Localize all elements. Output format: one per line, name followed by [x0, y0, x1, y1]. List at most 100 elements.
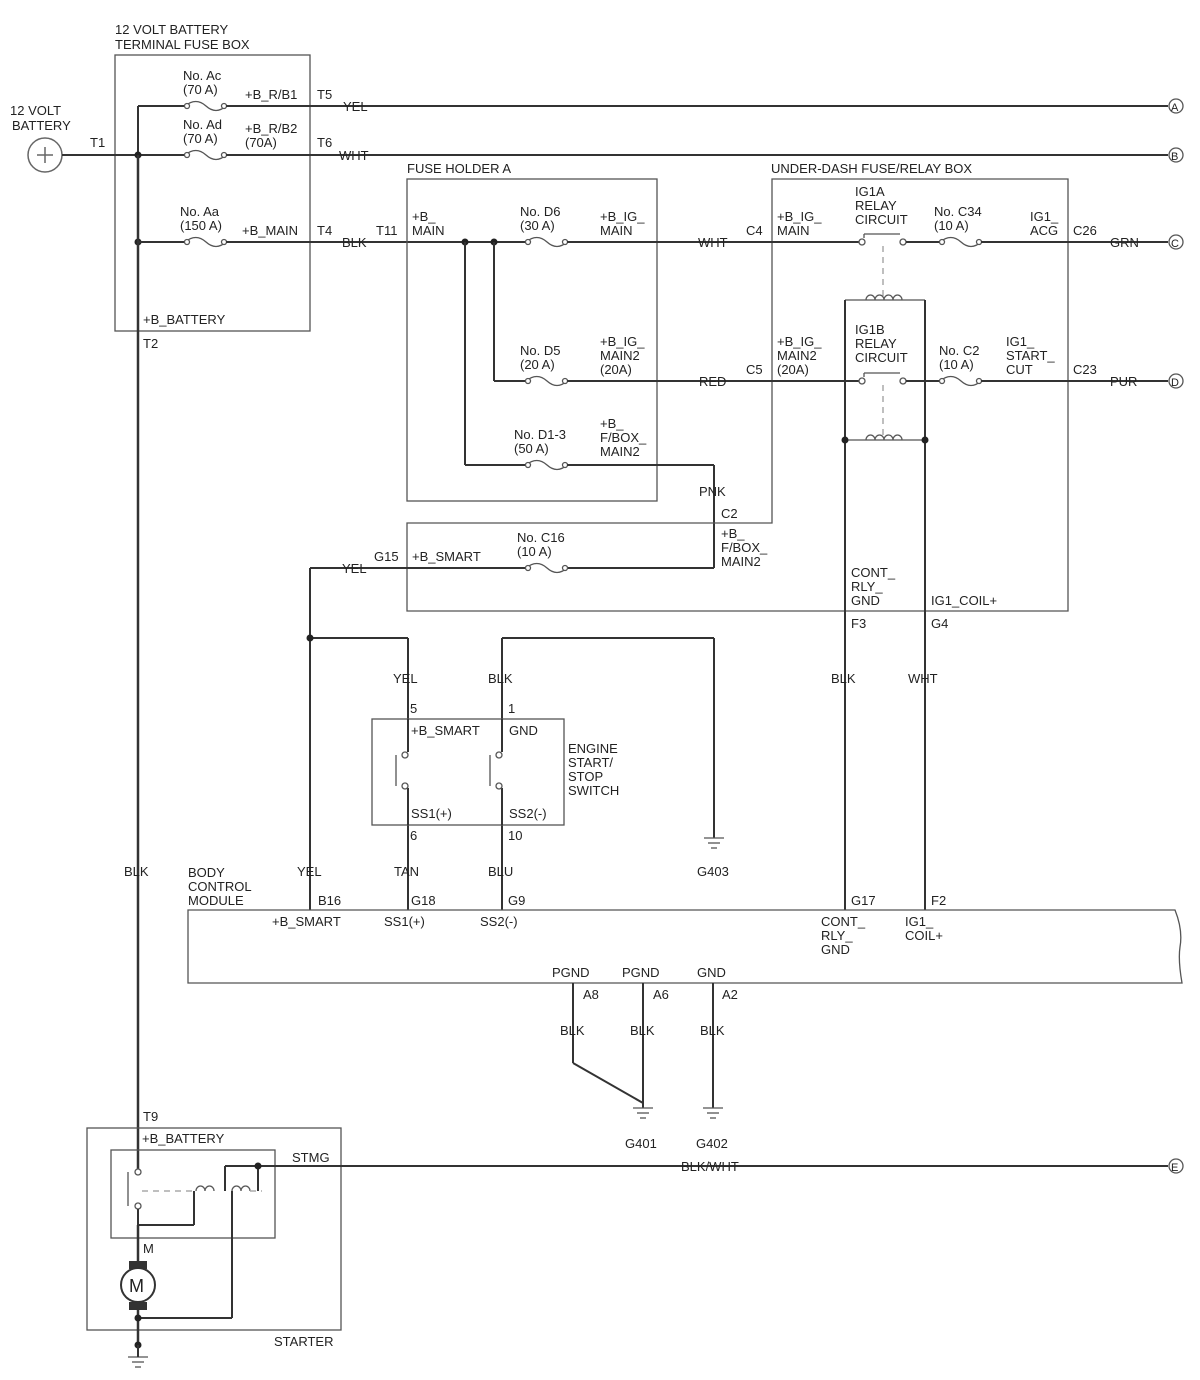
switch-title-1: ENGINE [568, 741, 618, 756]
fuse-d5-out-2: MAIN2 [600, 348, 640, 363]
bcm-gnd-a2: GND [697, 965, 726, 980]
cont-rly-gnd-3: GND [851, 593, 880, 608]
c26-label: C26 [1073, 223, 1097, 238]
g9-label: G9 [508, 893, 525, 908]
fuse-d13-out-1: +B_ [600, 416, 624, 431]
fuse-holder-a-title: FUSE HOLDER A [407, 161, 511, 176]
cont-rly-gnd-1: CONT_ [851, 565, 896, 580]
fuse-d6-name: No. D6 [520, 204, 560, 219]
fha-input-1: +B_ [412, 209, 436, 224]
fha-input-2: MAIN [412, 223, 445, 238]
fuse-c2-out-1: IG1_ [1006, 334, 1035, 349]
wire-pnk: PNK [699, 484, 726, 499]
fuse-c34-rating: (10 A) [934, 218, 969, 233]
svg-text:C: C [1171, 238, 1179, 250]
c2-circuit-3: MAIN2 [721, 554, 761, 569]
under-dash-title: UNDER-DASH FUSE/RELAY BOX [771, 161, 972, 176]
ground-starter-icon [128, 1345, 148, 1368]
fuse-box-title-1: 12 VOLT BATTERY [115, 22, 229, 37]
ig1a-label-3: CIRCUIT [855, 212, 908, 227]
bcm-ss2-label: SS2(-) [480, 914, 518, 929]
wire-red-c5: RED [699, 374, 726, 389]
ig1-coil-label: IG1_COIL+ [931, 593, 997, 608]
connector-d: D [1168, 373, 1184, 389]
wire-tan: TAN [394, 864, 419, 879]
c5-circuit-3: (20A) [777, 362, 809, 377]
bcm-cont-3: GND [821, 942, 850, 957]
wire-blk-f3: BLK [831, 671, 856, 686]
fuse-aa-name: No. Aa [180, 204, 220, 219]
connector-e: E [1168, 1158, 1184, 1174]
under-dash-fuse-relay-box: UNDER-DASH FUSE/RELAY BOX C4 +B_IG_ MAIN… [310, 161, 1168, 910]
ig1a-label-1: IG1A [855, 184, 885, 199]
wire-yel-g15: YEL [342, 561, 367, 576]
fuse-c2-out-2: START_ [1006, 348, 1055, 363]
bcm-title-2: CONTROL [188, 879, 252, 894]
g4-label: G4 [931, 616, 948, 631]
wire-yel-bcm: YEL [297, 864, 322, 879]
wire-wht-c4: WHT [698, 235, 728, 250]
fuse-c34-name: No. C34 [934, 204, 982, 219]
battery-label-2: BATTERY [12, 118, 71, 133]
fuse-c2-out-3: CUT [1006, 362, 1033, 377]
c2-circuit-2: F/BOX_ [721, 540, 768, 555]
switch-pin-10: 10 [508, 828, 522, 843]
fuse-ad-circuit-1: +B_R/B2 [245, 121, 297, 136]
cont-rly-gnd-2: RLY_ [851, 579, 883, 594]
wire-pur: PUR [1110, 374, 1137, 389]
wire-yel-switch: YEL [393, 671, 418, 686]
body-control-module: BODY CONTROL MODULE B16 G18 G9 G17 F2 +B… [187, 865, 1183, 984]
ground-g402-label: G402 [696, 1136, 728, 1151]
t4-label: T4 [317, 223, 332, 238]
ground-g401-label: G401 [625, 1136, 657, 1151]
c2-label: C2 [721, 506, 738, 521]
bcm-ig1-1: IG1_ [905, 914, 934, 929]
fuse-aa-rating: (150 A) [180, 218, 222, 233]
wire-blk-a8: BLK [560, 1023, 585, 1038]
c5-label: C5 [746, 362, 763, 377]
c5-circuit-2: MAIN2 [777, 348, 817, 363]
t1-label: T1 [90, 135, 105, 150]
switch-title-3: STOP [568, 769, 603, 784]
switch-pin-5: 5 [410, 701, 417, 716]
g17-label: G17 [851, 893, 876, 908]
c4-circuit-2: MAIN [777, 223, 810, 238]
f3-label: F3 [851, 616, 866, 631]
switch-pin-6: 6 [410, 828, 417, 843]
fuse-d5-rating: (20 A) [520, 357, 555, 372]
wire-grn: GRN [1110, 235, 1139, 250]
switch-title-2: START/ [568, 755, 613, 770]
t11-label: T11 [376, 223, 397, 238]
bcm-smart-label: +B_SMART [272, 914, 341, 929]
engine-start-stop-switch[interactable]: +B_SMART GND SS1(+) SS2(-) ENGINE START/… [371, 718, 619, 826]
a2-label: A2 [722, 987, 738, 1002]
starter: T9 +B_BATTERY STMG STARTER M [86, 1109, 1168, 1368]
ground-g403-label: G403 [697, 864, 729, 879]
ig1b-label-1: IG1B [855, 322, 885, 337]
connector-a: A [1168, 98, 1184, 114]
ig1a-label-2: RELAY [855, 198, 897, 213]
terminal-fuse-box: 12 VOLT BATTERY TERMINAL FUSE BOX No. Ac… [62, 22, 1168, 351]
c5-circuit-1: +B_IG_ [777, 334, 822, 349]
t6-label: T6 [317, 135, 332, 150]
c2-circuit-1: +B_ [721, 526, 745, 541]
fuse-holder-a: FUSE HOLDER A T11 +B_ MAIN No. D6 (30 A)… [376, 161, 735, 568]
g15-label: G15 [374, 549, 399, 564]
fuse-ac-circuit: +B_R/B1 [245, 87, 297, 102]
c16-smart-label: +B_SMART [412, 549, 481, 564]
wire-blk-switch: BLK [488, 671, 513, 686]
motor-symbol: M [129, 1276, 144, 1296]
c4-circuit-1: +B_IG_ [777, 209, 822, 224]
bcm-pgnd-a8: PGND [552, 965, 590, 980]
a6-label: A6 [653, 987, 669, 1002]
switch-ss2-label: SS2(-) [509, 806, 547, 821]
fuse-d5-out-3: (20A) [600, 362, 632, 377]
a8-label: A8 [583, 987, 599, 1002]
bcm-title-1: BODY [188, 865, 225, 880]
switch-title-4: SWITCH [568, 783, 619, 798]
bcm-cont-2: RLY_ [821, 928, 853, 943]
fuse-aa-circuit: +B_MAIN [242, 223, 298, 238]
fuse-ac-rating: (70 A) [183, 82, 218, 97]
ig1b-label-3: CIRCUIT [855, 350, 908, 365]
wire-wht-g4: WHT [908, 671, 938, 686]
